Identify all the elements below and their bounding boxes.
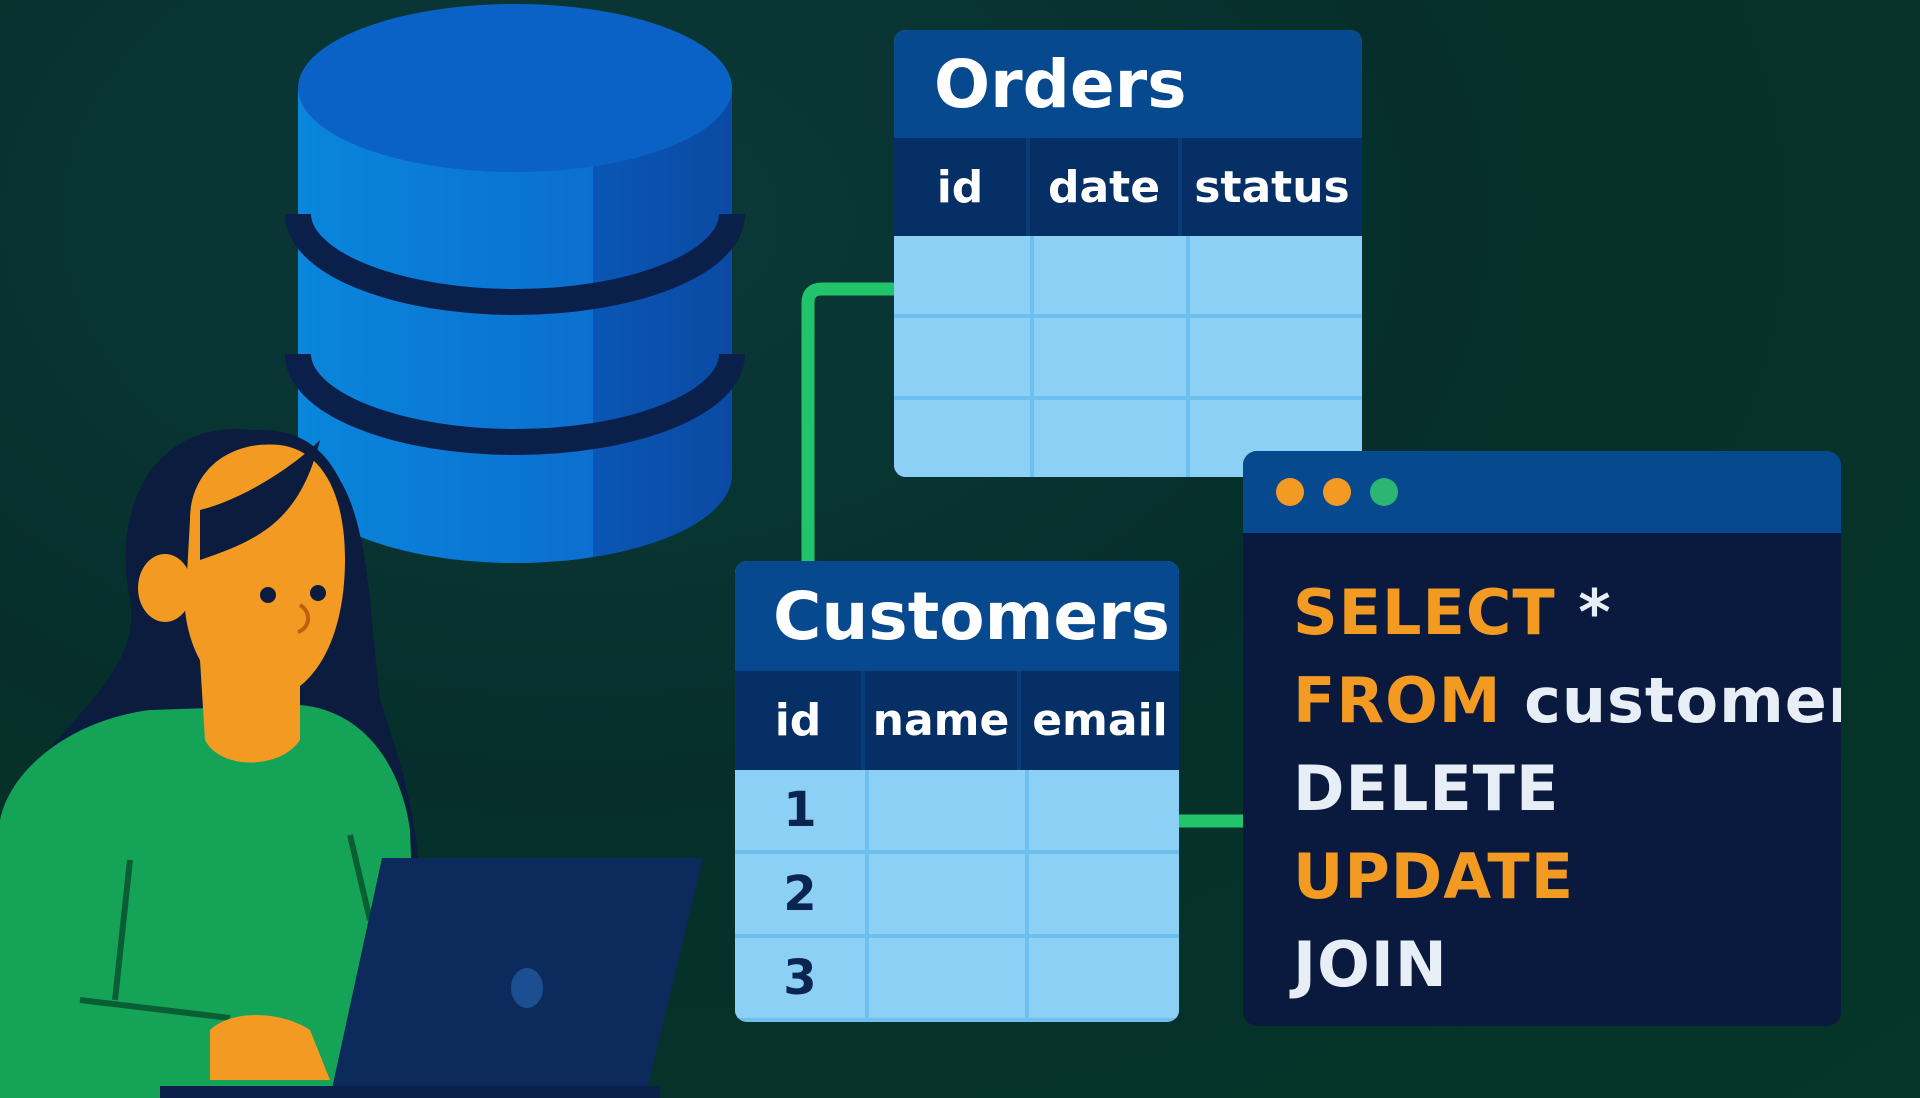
sql-line: DELETE <box>1293 745 1841 833</box>
table-cell <box>1034 400 1186 477</box>
window-dot-icon[interactable] <box>1370 478 1398 506</box>
orders-customers-connector <box>801 282 896 563</box>
customers-column-id: id <box>735 671 865 770</box>
table-cell <box>1190 236 1362 314</box>
customers-table-header: id name email <box>735 671 1179 770</box>
table-cell <box>894 318 1030 396</box>
orders-table: Orders id date status <box>894 30 1362 477</box>
customers-column-email: email <box>1032 695 1168 746</box>
window-dot-icon[interactable] <box>1276 478 1304 506</box>
window-title-bar <box>1243 451 1841 533</box>
row-id-cell: 3 <box>735 938 865 1018</box>
table-cell <box>894 236 1030 314</box>
customers-table: Customers id name email 1 2 3 <box>735 561 1179 1022</box>
table-cell <box>894 400 1030 477</box>
sql-line: JOIN <box>1293 921 1841 1009</box>
table-cell <box>869 938 1025 1018</box>
sql-line: SELECT * <box>1293 569 1841 657</box>
orders-table-body <box>894 236 1362 477</box>
customers-column-name: name <box>865 671 1021 770</box>
table-cell <box>869 854 1025 934</box>
orders-table-title: Orders <box>894 30 1362 138</box>
sql-keyword: SELECT <box>1293 576 1556 649</box>
table-cell <box>869 770 1025 850</box>
table-cell <box>1034 318 1186 396</box>
table-cell <box>1034 236 1186 314</box>
customers-table-body: 1 2 3 <box>735 770 1179 1018</box>
table-cell <box>1190 318 1362 396</box>
customers-table-title: Customers <box>735 561 1179 671</box>
orders-column-id: id <box>894 138 1030 236</box>
sql-text: JOIN <box>1293 928 1448 1001</box>
sql-text: customers; <box>1524 664 1841 737</box>
orders-column-date: date <box>1030 138 1182 236</box>
sql-line: UPDATE <box>1293 833 1841 921</box>
sql-line: FROM customers; <box>1293 657 1841 745</box>
table-cell <box>1029 854 1179 934</box>
window-dot-icon[interactable] <box>1323 478 1351 506</box>
orders-table-header: id date status <box>894 138 1362 236</box>
orders-column-status: status <box>1194 161 1350 213</box>
table-cell <box>1029 938 1179 1018</box>
sql-text: * <box>1555 576 1612 649</box>
sql-keyword: FROM <box>1293 664 1502 737</box>
sql-text: DELETE <box>1293 752 1560 825</box>
hand <box>210 1015 330 1080</box>
table-cell <box>1029 770 1179 850</box>
row-id-cell: 2 <box>735 854 865 934</box>
row-id-cell: 1 <box>735 770 865 850</box>
sweater <box>0 705 420 1098</box>
sql-keyword: UPDATE <box>1293 840 1575 913</box>
